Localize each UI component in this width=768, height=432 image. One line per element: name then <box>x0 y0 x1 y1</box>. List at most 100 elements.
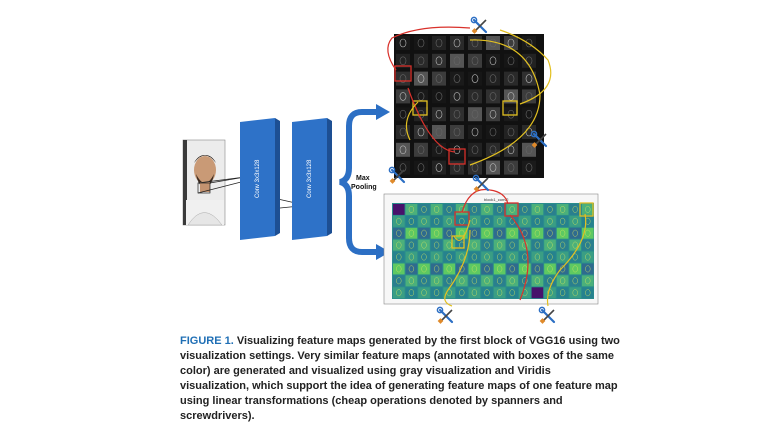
gray-feature-map <box>486 125 500 139</box>
gray-feature-map <box>432 107 446 122</box>
viridis-feature-face <box>547 265 553 273</box>
viridis-feature-map <box>393 215 405 227</box>
gray-feature-face <box>417 38 425 48</box>
viridis-feature-map <box>481 251 493 263</box>
viridis-feature-map <box>405 263 418 275</box>
gray-feature-map <box>504 142 518 157</box>
gray-feature-face <box>453 38 461 48</box>
viridis-feature-face <box>408 229 415 237</box>
viridis-feature-face <box>484 229 490 237</box>
viridis-feature-map <box>418 251 430 263</box>
viridis-feature-face <box>434 205 440 213</box>
viridis-feature-panel: block1_conv2 <box>383 193 599 305</box>
viridis-feature-face <box>547 241 553 249</box>
viridis-feature-map <box>430 239 443 251</box>
viridis-feature-map <box>493 227 506 239</box>
gray-feature-map <box>522 89 536 104</box>
viridis-feature-face <box>396 217 402 225</box>
gray-feature-map <box>468 107 482 122</box>
gray-feature-map <box>450 107 464 122</box>
viridis-feature-face <box>559 229 566 237</box>
viridis-feature-map <box>493 215 506 227</box>
viridis-feature-face <box>585 253 591 261</box>
gray-feature-face <box>489 109 497 119</box>
viridis-feature-face <box>484 265 490 273</box>
viridis-feature-map <box>506 239 518 251</box>
viridis-feature-map <box>531 215 544 227</box>
gray-feature-map <box>432 36 446 50</box>
viridis-feature-face <box>421 241 427 249</box>
viridis-feature-map <box>481 263 493 275</box>
gray-feature-face <box>489 163 497 172</box>
gray-feature-face <box>489 74 497 83</box>
gray-feature-map <box>468 142 482 157</box>
gray-feature-map <box>396 36 410 50</box>
viridis-feature-face <box>471 217 478 225</box>
viridis-feature-face <box>509 253 515 261</box>
viridis-feature-face <box>572 241 578 249</box>
viridis-feature-map <box>405 204 418 215</box>
viridis-feature-face <box>471 205 478 213</box>
gray-feature-map <box>450 142 464 157</box>
viridis-feature-map <box>519 215 531 227</box>
caption-text: Visualizing feature maps generated by th… <box>180 335 620 422</box>
viridis-feature-face <box>559 217 566 225</box>
gray-feature-map <box>396 160 410 175</box>
viridis-feature-map <box>443 275 455 287</box>
viridis-feature-map <box>481 227 493 239</box>
gray-feature-face <box>417 145 425 155</box>
gray-feature-map <box>414 142 428 157</box>
gray-feature-map <box>414 53 428 68</box>
gray-feature-map <box>504 71 518 86</box>
viridis-feature-map <box>544 287 556 299</box>
gray-feature-map <box>522 107 536 122</box>
gray-feature-grid <box>394 34 544 178</box>
viridis-feature-map <box>418 263 430 275</box>
arrow-to-gray <box>362 104 390 120</box>
viridis-feature-map <box>430 227 443 239</box>
viridis-feature-face <box>434 289 440 297</box>
viridis-feature-face <box>509 229 515 237</box>
viridis-feature-map <box>544 215 556 227</box>
viridis-feature-map <box>506 275 518 287</box>
gray-feature-face <box>489 56 497 66</box>
viridis-feature-map <box>582 215 594 227</box>
viridis-feature-map <box>506 204 518 215</box>
viridis-feature-face <box>408 205 415 213</box>
gray-feature-map <box>522 142 536 157</box>
viridis-feature-face <box>534 277 541 285</box>
viridis-feature-map <box>418 215 430 227</box>
arrow-to-viridis <box>362 244 390 260</box>
viridis-feature-map <box>393 204 405 215</box>
viridis-feature-face <box>471 253 478 261</box>
viridis-feature-map <box>481 215 493 227</box>
viridis-title: block1_conv2 <box>484 197 509 202</box>
viridis-feature-face <box>585 229 591 237</box>
viridis-feature-map <box>544 239 556 251</box>
gray-feature-face <box>435 56 443 66</box>
viridis-feature-face <box>585 205 591 213</box>
viridis-feature-face <box>497 253 503 261</box>
viridis-feature-face <box>421 253 427 261</box>
gray-feature-face <box>453 145 461 155</box>
viridis-feature-face <box>421 277 427 285</box>
viridis-feature-face <box>434 241 440 249</box>
gray-feature-face <box>435 92 443 101</box>
viridis-feature-map <box>443 287 455 299</box>
viridis-feature-map <box>443 263 455 275</box>
viridis-feature-map <box>468 275 481 287</box>
gray-feature-face <box>417 56 425 66</box>
gray-feature-face <box>453 56 461 66</box>
viridis-feature-map <box>418 287 430 299</box>
gray-feature-map <box>486 53 500 68</box>
spanner-screwdriver-icon <box>436 306 454 325</box>
gray-feature-map <box>414 89 428 104</box>
viridis-feature-map <box>430 263 443 275</box>
viridis-feature-map <box>443 251 455 263</box>
gray-feature-map <box>432 89 446 104</box>
viridis-feature-map <box>544 251 556 263</box>
viridis-feature-map <box>506 227 518 239</box>
viridis-feature-face <box>421 229 427 237</box>
viridis-feature-map <box>556 287 569 299</box>
viridis-feature-face <box>434 265 440 273</box>
